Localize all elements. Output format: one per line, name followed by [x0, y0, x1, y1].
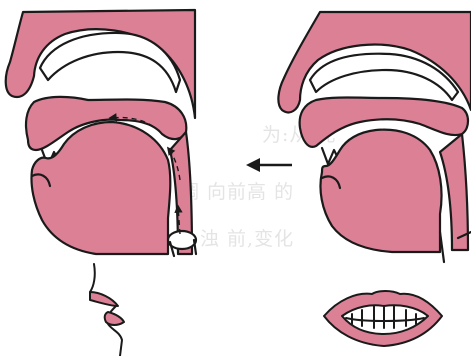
lip-profile-upper-lip: [90, 292, 118, 306]
front-mouth-upper-teeth: [352, 306, 416, 328]
right-pharynx-wall: [440, 134, 468, 250]
right-sagittal-section: [278, 12, 471, 262]
transition-arrow: [246, 158, 292, 172]
left-sagittal-section: [6, 10, 196, 256]
lip-profile: [90, 264, 124, 356]
lip-profile-lower-lip: [105, 312, 124, 325]
front-mouth-view: [324, 291, 442, 346]
lip-profile-outline: [90, 264, 122, 356]
